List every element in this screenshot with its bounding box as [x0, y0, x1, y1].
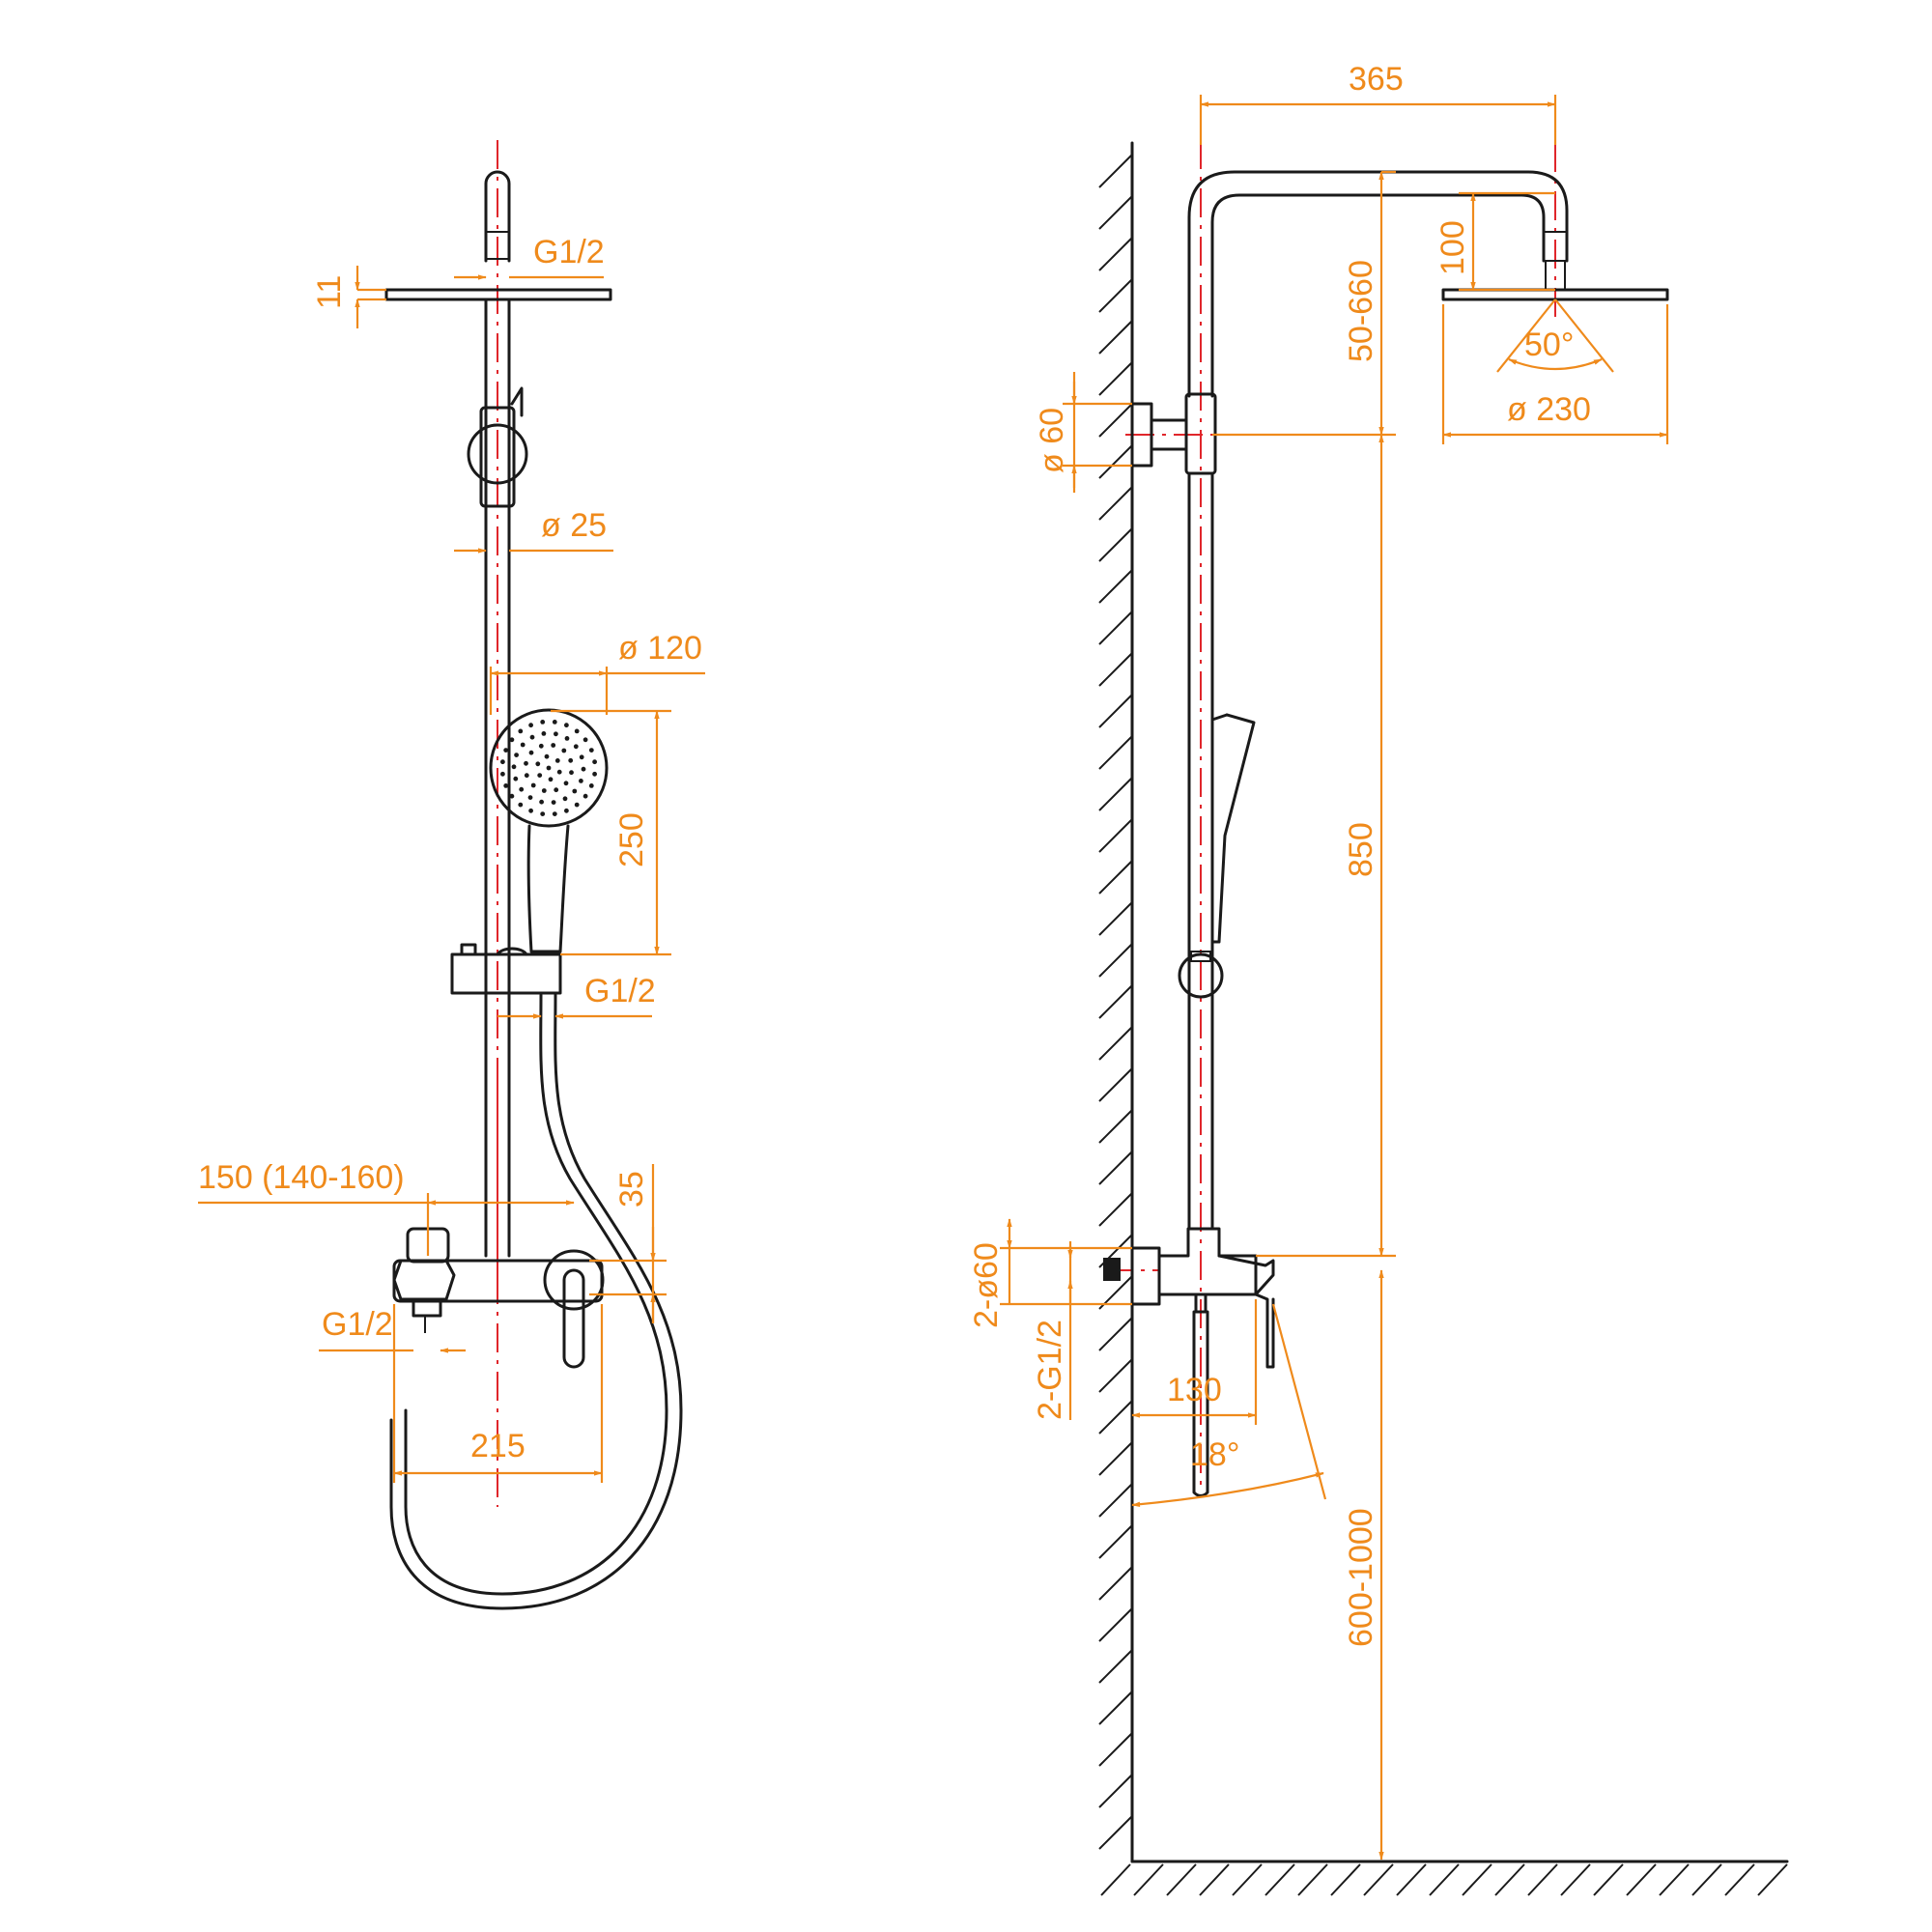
dim-inlet-thread-label-side: 2-G1/2 — [1032, 1320, 1068, 1420]
side-wall-inlet — [1103, 1258, 1121, 1281]
floor-hatching — [1100, 1863, 1788, 1896]
front-main-rail — [484, 298, 511, 1258]
dim-head-thread-label: G1/2 — [533, 234, 605, 270]
side-mixer-flange — [1130, 1246, 1161, 1306]
front-wall-bracket — [479, 406, 516, 508]
front-view: 11 G1/2 ø 25 ø 120 250 G1/2 150 (140-160… — [198, 140, 705, 1610]
side-mixer-lever — [1217, 1254, 1275, 1369]
dim-spout-angle-label: 18° — [1190, 1436, 1239, 1473]
side-shower-arm — [1187, 170, 1569, 398]
dim-head-thickness-label: 11 — [311, 275, 348, 309]
front-hose — [404, 993, 668, 1596]
dim-rail-height-label: 850 — [1343, 822, 1379, 877]
dim-mixer-spacing-label: 150 (140-160) — [198, 1159, 405, 1196]
dim-mixer-width-label: 215 — [470, 1428, 526, 1464]
dim-spray-angle-label: 50° — [1524, 327, 1574, 363]
side-view: 365 100 50-660 850 600-1000 50° ø 230 ø … — [968, 61, 1789, 1896]
hand-shower-nozzles — [500, 720, 597, 816]
dim-outlet-height-label: 35 — [613, 1171, 650, 1208]
dim-head-diameter-label: ø 230 — [1507, 391, 1591, 428]
dim-arm-reach-label: 365 — [1349, 61, 1404, 98]
dim-head-drop-label: 100 — [1435, 220, 1471, 275]
hand-shower-head — [489, 708, 609, 828]
front-upper-riser — [484, 170, 511, 263]
dim-holder-thread-label: G1/2 — [584, 973, 656, 1009]
wall-hatching — [1098, 154, 1133, 1850]
dim-bracket-diameter-label: ø 60 — [1034, 408, 1070, 473]
hand-shower-handle — [526, 824, 570, 953]
dim-flange-diameter-label: 2-ø60 — [968, 1242, 1005, 1328]
dim-mixer-depth-label: 130 — [1167, 1372, 1222, 1408]
side-wall-bracket-flange — [1130, 402, 1153, 468]
dim-inlet-thread-label: G1/2 — [322, 1306, 393, 1343]
front-lever-hub — [543, 1249, 605, 1311]
dim-rail-diameter-label: ø 25 — [541, 507, 607, 544]
side-hand-shower — [1210, 713, 1256, 944]
front-slide-holder — [450, 952, 562, 995]
front-mixer-lever — [562, 1268, 585, 1369]
side-main-rail — [1187, 471, 1214, 1229]
dim-hand-shower-length-label: 250 — [613, 812, 650, 867]
dim-hand-shower-diameter-label: ø 120 — [618, 630, 702, 667]
dim-top-adjust-label: 50-660 — [1343, 260, 1379, 362]
dim-mixer-height-label: 600-1000 — [1343, 1508, 1379, 1647]
front-bracket-disc — [467, 423, 528, 485]
side-slide-holder — [1178, 952, 1224, 999]
front-rain-shower-head — [384, 288, 612, 301]
